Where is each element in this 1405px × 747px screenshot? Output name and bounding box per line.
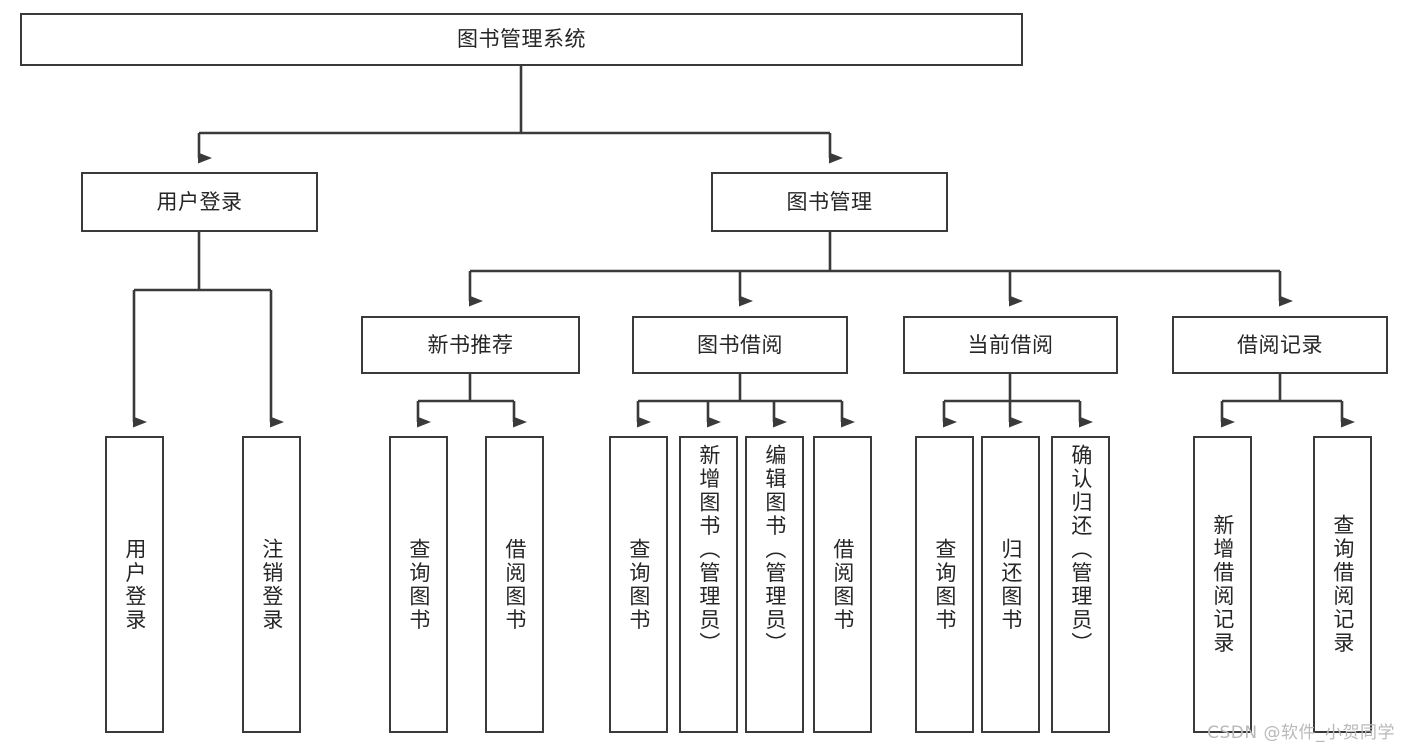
node-label: 查询借阅记录 [1330,514,1355,655]
node-label: 图书管理系统 [457,27,586,52]
node-leaf-recommend-borrow-book[interactable]: 借阅图书 [485,436,544,733]
node-label: 用户登录 [156,189,243,214]
node-label: 编辑图书（管理员） [762,444,787,656]
node-label: 查询图书 [932,537,957,632]
node-label: 新书推荐 [427,332,514,357]
node-borrow-record[interactable]: 借阅记录 [1172,316,1388,374]
node-leaf-borrow-edit-book[interactable]: 编辑图书（管理员） [745,436,804,733]
node-book-borrow[interactable]: 图书借阅 [632,316,848,374]
node-user-login[interactable]: 用户登录 [81,172,318,232]
node-leaf-borrow-query-book[interactable]: 查询图书 [609,436,668,733]
node-leaf-user-logout[interactable]: 注销登录 [242,436,301,733]
node-current-borrow[interactable]: 当前借阅 [903,316,1118,374]
node-leaf-borrow-add-book[interactable]: 新增图书（管理员） [679,436,738,733]
node-label: 图书管理 [786,189,873,214]
node-leaf-current-return-book[interactable]: 归还图书 [981,436,1040,733]
node-root-system[interactable]: 图书管理系统 [20,13,1023,66]
node-leaf-record-add[interactable]: 新增借阅记录 [1193,436,1252,733]
node-label: 当前借阅 [967,332,1054,357]
node-label: 用户登录 [122,537,147,632]
node-book-manage[interactable]: 图书管理 [711,172,948,232]
node-leaf-current-confirm-return[interactable]: 确认归还（管理员） [1051,436,1110,733]
node-label: 图书借阅 [697,332,783,357]
node-label: 查询图书 [406,537,431,632]
node-leaf-record-search[interactable]: 查询借阅记录 [1313,436,1372,733]
node-leaf-current-query-book[interactable]: 查询图书 [915,436,974,733]
node-label: 确认归还（管理员） [1068,444,1093,656]
node-label: 新增借阅记录 [1210,514,1235,655]
node-label: 借阅记录 [1237,332,1323,357]
node-label: 注销登录 [259,537,284,632]
node-label: 查询图书 [626,537,651,632]
node-label: 归还图书 [998,537,1023,632]
csdn-watermark: CSDN @软件_小贺同学 [1207,723,1395,743]
node-new-book-recommend[interactable]: 新书推荐 [361,316,580,374]
node-leaf-borrow-lend-book[interactable]: 借阅图书 [813,436,872,733]
node-leaf-user-login[interactable]: 用户登录 [105,436,164,733]
node-label: 新增图书（管理员） [696,444,721,656]
node-leaf-recommend-query-book[interactable]: 查询图书 [389,436,448,733]
node-label: 借阅图书 [502,537,527,632]
node-label: 借阅图书 [830,537,855,632]
